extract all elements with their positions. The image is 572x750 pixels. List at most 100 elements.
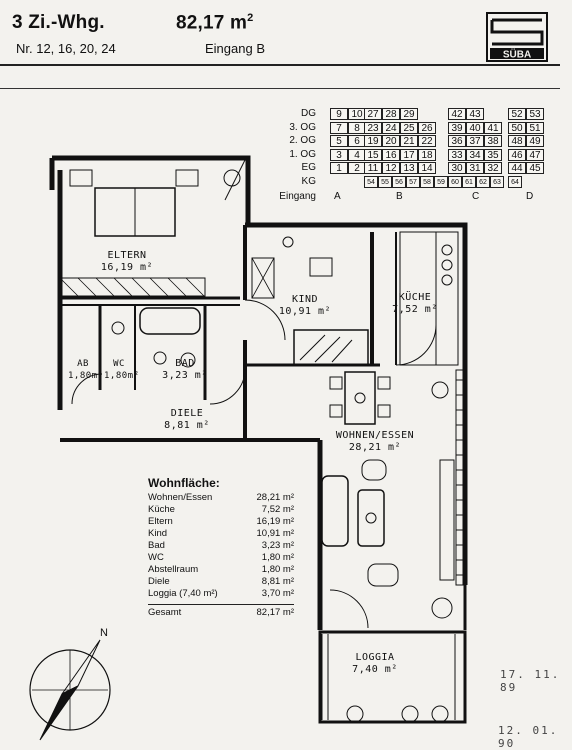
entrance-label: Eingang B (205, 41, 265, 56)
apartment-number-cell: 49 (526, 135, 544, 147)
area-table-title: Wohnfläche: (148, 476, 220, 490)
apartment-number-cell: 11 (364, 162, 382, 174)
area-row: Eltern 16,19 m² (148, 516, 294, 528)
apartment-number-cell: 25 (400, 121, 418, 134)
apartment-number-cell: 47 (526, 148, 544, 161)
apartment-number-cell: 34 (466, 148, 484, 161)
area-row-value: 16,19 m² (256, 516, 295, 527)
apartment-number-cell: 30 (448, 162, 466, 174)
apartment-number-cell: 21 (400, 135, 418, 147)
apartment-number-cell: 51 (526, 121, 544, 134)
compass-icon: N (29, 627, 111, 741)
area-row-label: WC (148, 552, 164, 563)
apartment-number-cell: 42 (448, 108, 466, 120)
apartment-number-cell: 19 (364, 135, 382, 147)
apartment-number-cell: 36 (448, 135, 466, 147)
apartment-number-cell: 12 (382, 162, 400, 174)
apartment-number-cell: 31 (466, 162, 484, 174)
apartment-number-cell: 7 (330, 121, 348, 134)
apartment-number-cell: 50 (508, 121, 526, 134)
floor-label: KG (301, 175, 316, 187)
apartment-number-cell: 38 (484, 135, 502, 147)
area-row-label: Küche (148, 504, 175, 515)
apartment-number-cell: 48 (508, 135, 526, 147)
apartment-number-cell: 4 (348, 148, 366, 161)
apartment-number-cell: 45 (526, 162, 544, 174)
header-divider (0, 64, 560, 66)
apartment-number-cell: 23 (364, 121, 382, 134)
area-row-value: 3,23 m² (261, 540, 294, 551)
area-row-value: 7,52 m² (261, 504, 294, 515)
floor-label: 3. OG (289, 121, 316, 133)
area-row-label: Diele (148, 576, 170, 587)
date-stamp-2: 12. 01. 90 (498, 724, 559, 750)
area-row: Loggia (7,40 m²) 3,70 m² (148, 588, 294, 600)
apartment-number-cell: 27 (364, 108, 382, 120)
apartment-number-cell: 40 (466, 121, 484, 134)
area-row-label: Kind (148, 528, 168, 539)
area-row-label: Abstellraum (148, 564, 199, 575)
area-row-value: 1,80 m² (261, 552, 294, 563)
apartment-number-cell: 33 (448, 148, 466, 161)
apartment-number-cell: 43 (466, 108, 484, 120)
area-row: Küche 7,52 m² (148, 504, 294, 516)
apartment-number-cell: 37 (466, 135, 484, 147)
apartment-number-cell: 2 (348, 162, 366, 174)
apartment-number-cell: 62 (476, 175, 490, 188)
apartment-number-cell: 59 (434, 175, 448, 188)
floor-label: EG (301, 162, 316, 173)
apartment-number-cell: 17 (400, 148, 418, 161)
apartment-number-cell: 63 (490, 175, 504, 188)
apartment-number-cell: 18 (418, 148, 436, 161)
apartment-number-cell: 3 (330, 148, 348, 161)
entrance-letter: A (334, 191, 341, 202)
suba-logo: SÜBA (486, 12, 548, 62)
apartment-number-cell: 52 (508, 108, 526, 120)
apartment-number-cell: 24 (382, 121, 400, 134)
floor-label: 2. OG (289, 135, 316, 146)
area-row-label: Loggia (7,40 m²) (148, 588, 218, 599)
logo-text: SÜBA (503, 48, 531, 61)
svg-text:N: N (100, 627, 108, 639)
apartment-number-cell: 14 (418, 162, 436, 174)
apartment-number-cell: 56 (392, 175, 406, 188)
area-row-value: 3,70 m² (261, 588, 294, 599)
apartment-number-cell: 32 (484, 162, 502, 174)
entrance-letter: B (396, 191, 403, 202)
apartment-number-cell: 9 (330, 108, 348, 120)
entrance-letter: D (526, 191, 534, 202)
apartment-number-cell: 46 (508, 148, 526, 161)
entrance-letter: C (472, 191, 480, 202)
apartment-number-cell: 53 (526, 108, 544, 120)
apartment-number-cell: 20 (382, 135, 400, 147)
area-total-label: Gesamt (148, 607, 182, 618)
area-row-value: 28,21 m² (256, 492, 295, 503)
entrance-row-label: Eingang (279, 191, 316, 202)
apartment-type: 3 Zi.-Whg. (12, 12, 105, 33)
apartment-number-cell: 16 (382, 148, 400, 161)
floor-label: 1. OG (289, 148, 316, 160)
floor-label: DG (301, 108, 316, 119)
area-total-row: Gesamt 82,17 m² (148, 604, 294, 619)
area-row-label: Eltern (148, 516, 173, 527)
apartment-number-cell: 26 (418, 121, 436, 134)
area-row: Diele 8,81 m² (148, 576, 294, 588)
apartment-number-cell: 28 (382, 108, 400, 120)
apartment-number-cell: 61 (462, 175, 476, 188)
area-row-value: 8,81 m² (261, 576, 294, 587)
apartment-number-cell: 13 (400, 162, 418, 174)
date-stamp-1: 17. 11. 89 (500, 668, 561, 694)
apartment-area: 82,17 m2 (176, 12, 254, 34)
apartment-numbers: Nr. 12, 16, 20, 24 (16, 41, 116, 56)
